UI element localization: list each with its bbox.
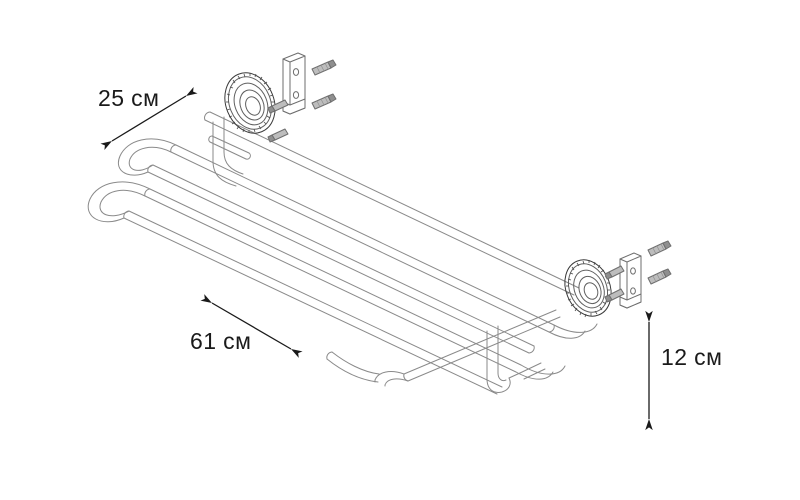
riser-right bbox=[519, 362, 546, 380]
mounting-hardware-right bbox=[604, 240, 672, 309]
shelf-bend-left-lower bbox=[87, 181, 151, 223]
riser-left bbox=[212, 116, 244, 187]
cross-brace-left bbox=[208, 135, 251, 160]
shelf-bend-right-upper bbox=[548, 323, 598, 339]
towel-bar-return-left bbox=[326, 351, 380, 383]
rosette-flange-right bbox=[564, 259, 612, 318]
mounting-bracket-left bbox=[282, 52, 306, 115]
screw-left-lower bbox=[267, 128, 289, 143]
rosette-flange-left bbox=[224, 72, 276, 134]
shelf-rail-front-upper bbox=[147, 164, 535, 354]
depth-dimension-line bbox=[100, 86, 198, 151]
mounting-hardware-left bbox=[267, 52, 337, 143]
screw-right-upper bbox=[604, 265, 625, 280]
rosette-knurling-left bbox=[226, 73, 274, 133]
shelf-bend-left-upper bbox=[117, 138, 177, 176]
width-dimension-label: 61 см bbox=[190, 328, 252, 354]
main-mounting-tube bbox=[204, 111, 580, 296]
shelf-rail-front-lower bbox=[123, 210, 503, 395]
towel-rack-body bbox=[87, 111, 598, 395]
towel-bar-support-leg bbox=[486, 325, 521, 393]
screw-left-upper bbox=[267, 99, 289, 114]
shelf-rail-rear-upper bbox=[170, 144, 555, 333]
depth-dimension-label: 25 см bbox=[98, 85, 160, 111]
width-dimension-line bbox=[200, 294, 303, 358]
rosette-knurling-right bbox=[566, 260, 610, 318]
towel-bar bbox=[374, 309, 561, 387]
screw-right-lower bbox=[604, 288, 625, 303]
wall-anchor-right-lower bbox=[647, 268, 672, 285]
wall-anchor-left-upper bbox=[311, 59, 337, 76]
dimension-lines bbox=[100, 86, 653, 431]
height-dimension-label: 12 см bbox=[661, 344, 723, 370]
wall-anchor-left-lower bbox=[311, 93, 337, 110]
mounting-bracket-right bbox=[619, 252, 642, 309]
shelf-bend-right-lower bbox=[515, 364, 566, 380]
wall-anchor-right-upper bbox=[647, 240, 672, 257]
